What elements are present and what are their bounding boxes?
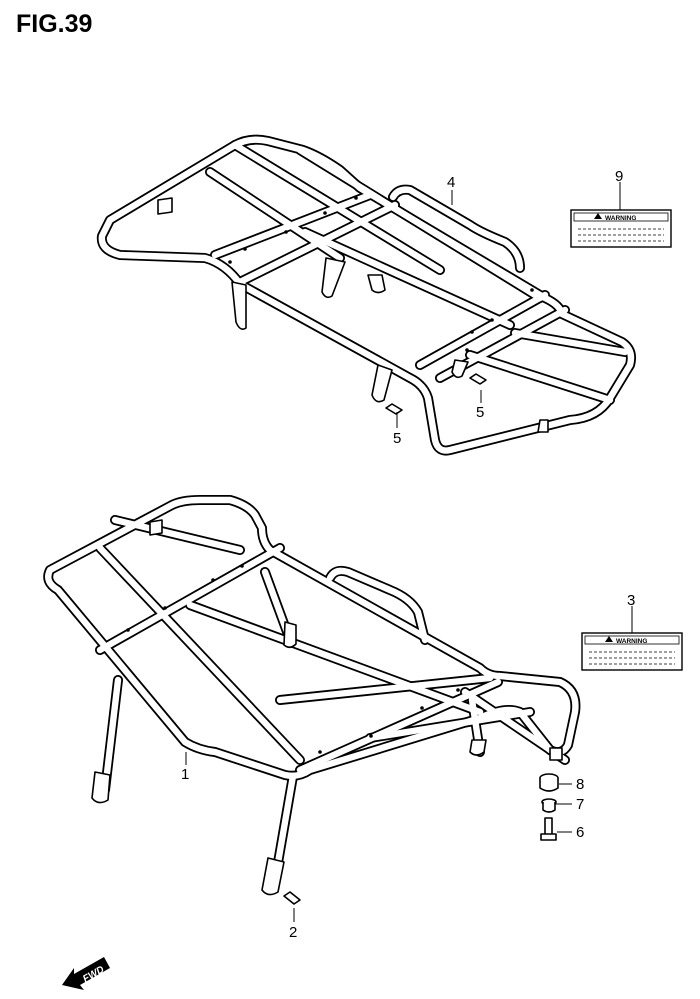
rear-carrier (96, 134, 636, 456)
callout-8: 8 (576, 776, 584, 793)
warning-triangle-icon (605, 636, 613, 642)
rear-front-tab (157, 197, 173, 215)
warning-label-9: WARNING (570, 209, 672, 248)
figure-title: FIG.39 (16, 10, 92, 38)
front-carrier (43, 495, 581, 885)
fwd-arrow-icon: FWD (62, 957, 110, 990)
callout-9: 9 (615, 168, 623, 185)
callout-3: 3 (627, 592, 635, 609)
callout-4: 4 (447, 174, 455, 191)
grommet-8 (539, 778, 559, 792)
front-upper-bracket (283, 621, 297, 649)
callout-1: 1 (181, 766, 189, 783)
front-right-bracket (469, 739, 487, 756)
warning-label-3: WARNING (581, 632, 683, 671)
fwd-label: FWD (81, 964, 106, 985)
callout-2: 2 (289, 924, 297, 941)
front-left-bracket (91, 771, 111, 804)
front-front-tab (149, 519, 163, 536)
callout-5-right: 5 (476, 404, 484, 421)
rear-left-bracket (231, 281, 247, 330)
callout-6: 6 (576, 824, 584, 841)
callout-7: 7 (576, 796, 584, 813)
warning-triangle-icon (594, 213, 602, 219)
bolt-5-left (385, 403, 403, 415)
warning-label-text: WARNING (605, 215, 636, 222)
rear-clip (367, 274, 386, 294)
bolt-5-right (469, 373, 487, 385)
rear-mid-bracket (321, 257, 346, 299)
bolt-2 (283, 891, 301, 905)
rear-rear-bracket (451, 359, 469, 379)
rear-right-bracket (371, 364, 393, 403)
collar-7-body (542, 802, 556, 813)
leader-lines (185, 182, 633, 922)
callout-5-left: 5 (393, 430, 401, 447)
rear-back-tab (537, 419, 549, 433)
bolt-6-head (540, 833, 557, 841)
front-mid-bracket (261, 857, 285, 896)
front-back-tab (549, 747, 563, 761)
warning-label-text: WARNING (616, 638, 647, 645)
